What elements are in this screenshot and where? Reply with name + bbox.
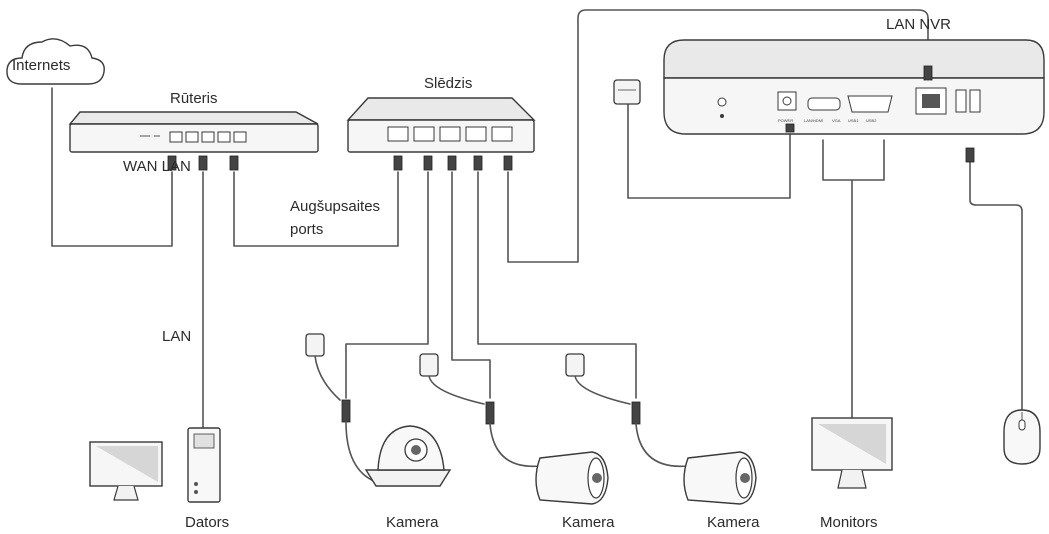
cable-internet-wan [51, 87, 173, 247]
internet-label: Internets [12, 57, 71, 74]
computer-label: Dators [185, 514, 230, 531]
internet-cloud-icon [6, 38, 105, 85]
bullet-camera-icon [535, 451, 609, 505]
switch-device [346, 97, 536, 171]
router-label: Rūteris [170, 90, 218, 107]
cable-switch-camera2 [451, 171, 491, 399]
cable-switch-camera3 [477, 171, 637, 399]
cable-router-switch-uplink [233, 171, 399, 247]
monitor-icon [811, 417, 893, 489]
nvr-device: POWER LAN/HDMI VGA USB1 USB2 [663, 39, 1045, 163]
camera1-label: Kamera [386, 514, 439, 531]
cable-nvr-power [627, 103, 791, 199]
cable-nvr-mouse [969, 161, 1023, 413]
cable-switch-camera1 [345, 171, 429, 399]
camera-connectors [341, 399, 689, 483]
cable-nvr-monitor [822, 139, 853, 419]
mouse-icon [1003, 409, 1041, 465]
bullet-camera-icon [683, 451, 757, 505]
monitor-label: Monitors [820, 514, 878, 531]
camera1-power-adapter-icon [305, 333, 341, 401]
computer-monitor-icon [89, 441, 163, 501]
nvr-port-label-usb2: USB2 [866, 118, 877, 123]
nvr-port-label-usb1: USB1 [848, 118, 859, 123]
cables [51, 9, 1023, 429]
cable-switch-nvr [507, 9, 929, 263]
wan-lan-port-label: WAN LAN [123, 158, 191, 175]
switch-label: Slēdzis [424, 75, 473, 92]
camera3-power-adapter-icon [565, 353, 631, 405]
uplink-port-label-line2: ports [290, 221, 324, 238]
camera3-label: Kamera [707, 514, 760, 531]
router-device [68, 111, 319, 171]
nvr-port-label-hdmi: LAN/HDMI [804, 118, 823, 123]
camera2-label: Kamera [562, 514, 615, 531]
uplink-port-label-line1: Augšupsaites [290, 198, 381, 215]
camera2-power-adapter-icon [419, 353, 485, 405]
nvr-port-label-vga: VGA [832, 118, 841, 123]
nvr-port-label-power: POWER [778, 118, 793, 123]
dome-camera-icon [364, 425, 452, 487]
computer-tower-icon [187, 427, 221, 503]
nvr-power-adapter-icon [613, 79, 641, 105]
pc-lan-label: LAN [162, 328, 192, 345]
nvr-lan-label: LAN NVR [886, 16, 952, 33]
